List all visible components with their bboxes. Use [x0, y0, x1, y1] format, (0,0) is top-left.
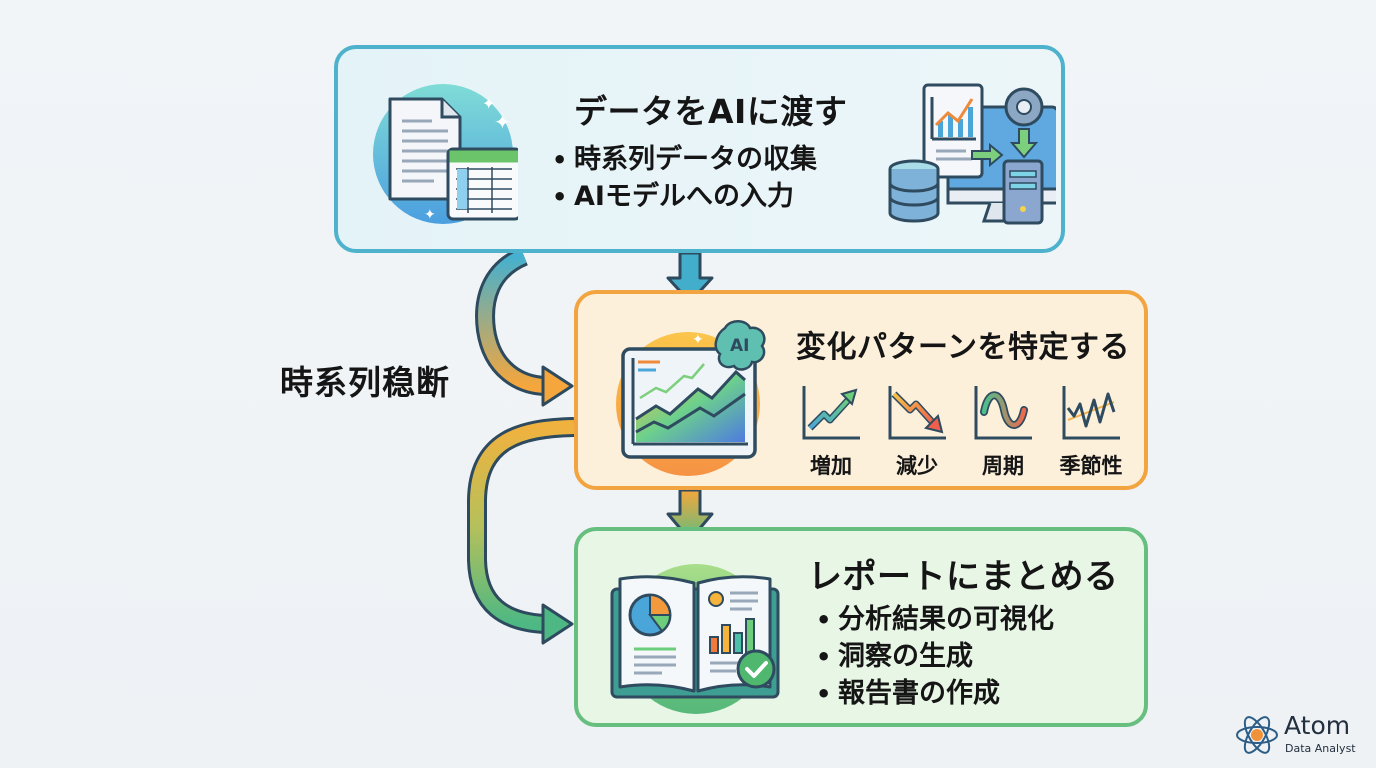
svg-text:✦: ✦ [494, 110, 511, 134]
svg-text:✦: ✦ [424, 207, 436, 223]
pattern-cycle: 周期 [972, 382, 1034, 480]
trend-down-icon [888, 386, 946, 440]
report-book-check-icon [610, 564, 780, 714]
curved-arrow-2-to-3 [467, 417, 575, 645]
bullet-item: 報告書の作成 [816, 675, 1054, 712]
seasonal-zigzag-icon [1062, 386, 1120, 440]
bullet-list: 分析結果の可視化 洞察の生成 報告書の作成 [816, 601, 1054, 712]
step-title: データをAIに渡す [574, 92, 848, 131]
pattern-seasonal: 季節性 [1058, 382, 1124, 480]
trend-up-icon [802, 386, 860, 440]
pattern-label: 季節性 [1059, 454, 1123, 478]
curved-arrow-1-to-2 [475, 246, 574, 407]
step-title: 変化パターンを特定する [796, 330, 1130, 365]
pattern-increase: 増加 [800, 382, 862, 480]
atom-logo-icon [1236, 716, 1278, 754]
svg-text:✦: ✦ [692, 332, 704, 348]
side-label: 時系列稳断 [280, 363, 450, 402]
step-data-to-ai: ✦✦✦ データをAIに渡す 時系列データの収集 AIモデルへの入力 [334, 45, 1065, 253]
svg-text:✦: ✦ [482, 94, 495, 113]
document-spreadsheet-icon: ✦✦✦ [373, 84, 518, 224]
bullet-item: 洞察の生成 [816, 638, 1054, 675]
bullet-item: AIモデルへの入力 [552, 178, 817, 215]
step-report: レポートにまとめる 分析結果の可視化 洞察の生成 報告書の作成 [574, 527, 1148, 727]
ai-badge: AI [730, 336, 749, 356]
brand-subtitle: Data Analyst [1285, 742, 1356, 755]
computer-database-server-icon [888, 83, 1056, 225]
step-identify-patterns: AI ✦ 変化パターンを特定する 増加 減少 周期 [574, 290, 1148, 490]
brand-name: Atom [1284, 711, 1351, 740]
pattern-label: 増加 [810, 454, 852, 478]
bullet-item: 分析結果の可視化 [816, 601, 1054, 638]
step-title: レポートにまとめる [808, 557, 1119, 597]
cycle-wave-icon [974, 386, 1032, 440]
bullet-list: 時系列データの収集 AIモデルへの入力 [552, 141, 817, 215]
pattern-decrease: 減少 [886, 382, 948, 480]
pattern-label: 周期 [982, 454, 1024, 478]
bullet-item: 時系列データの収集 [552, 141, 817, 178]
pattern-label: 減少 [896, 454, 938, 478]
ai-chart-icon: AI ✦ [616, 320, 766, 476]
